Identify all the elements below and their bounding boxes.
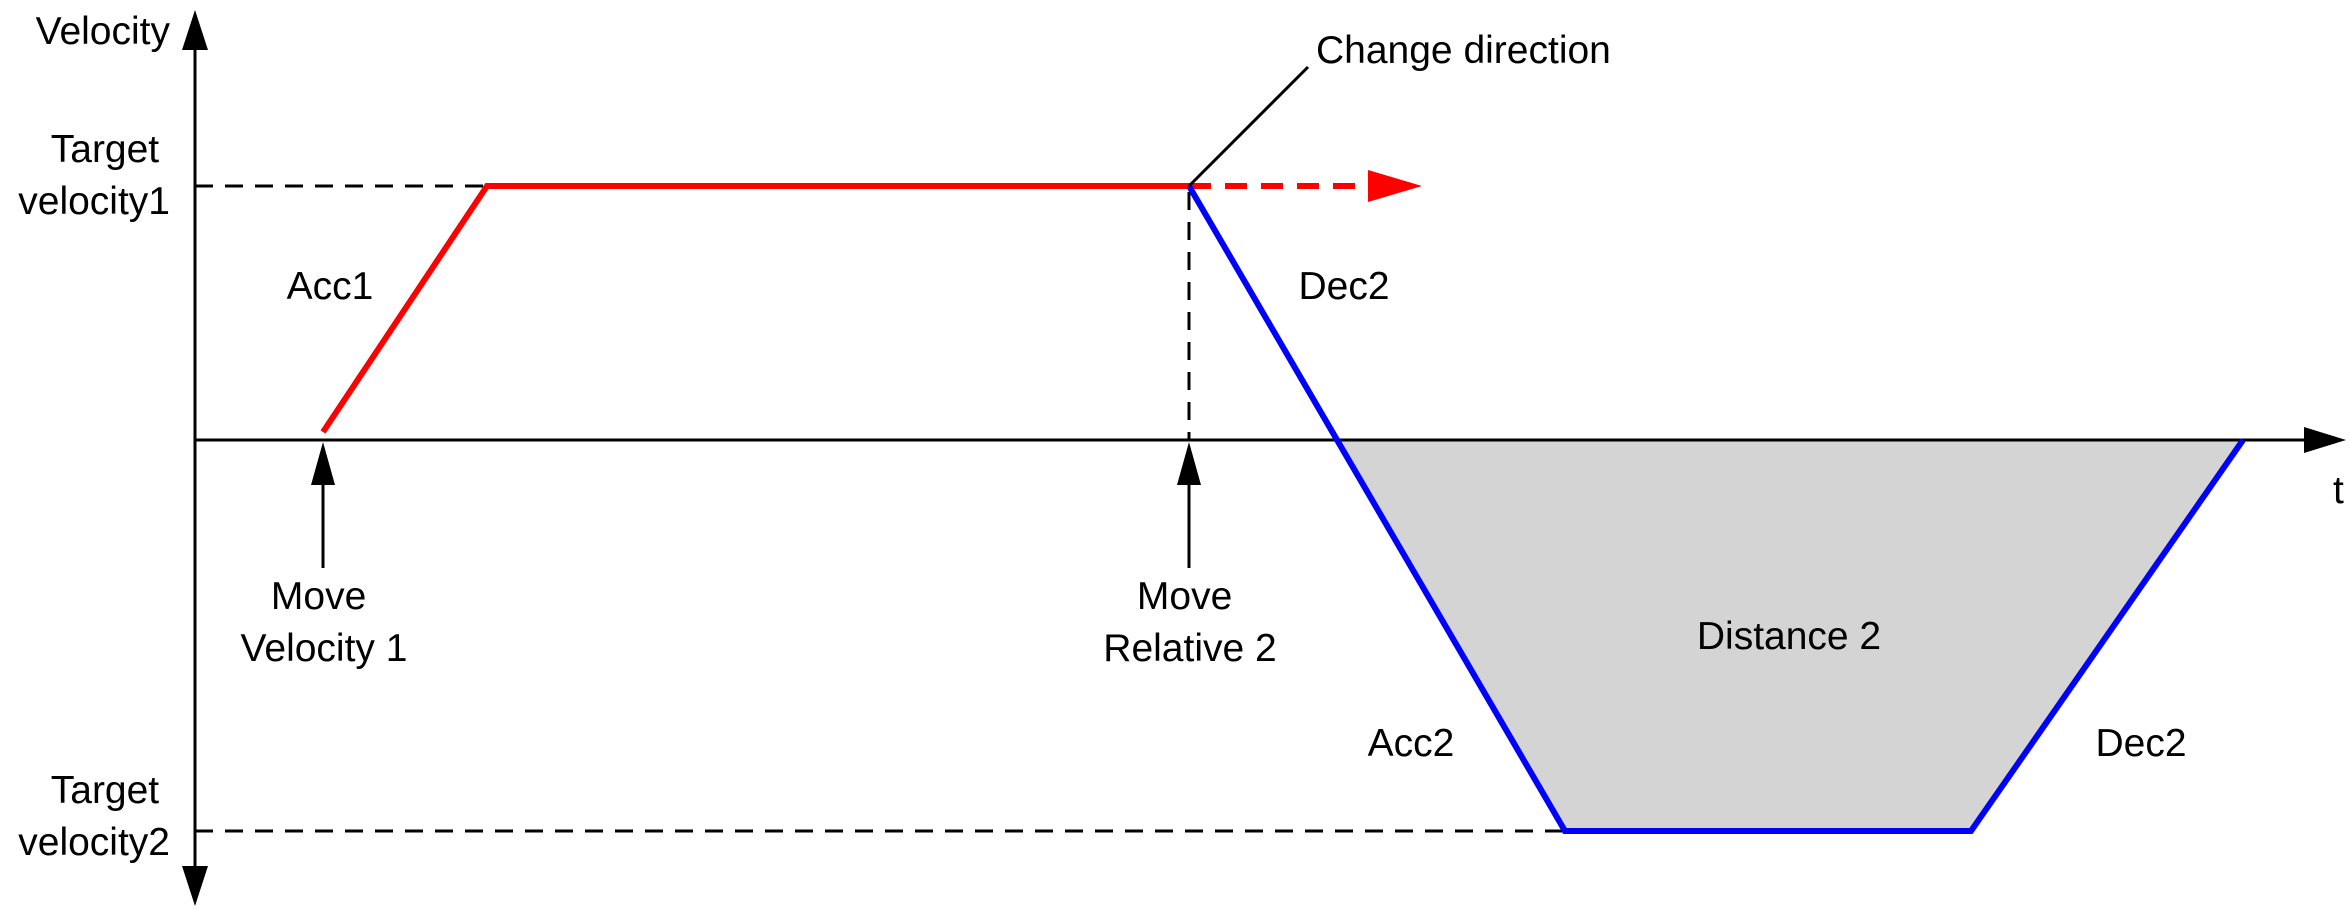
move-velocity1-label: Move Velocity 1 bbox=[241, 575, 408, 670]
change-direction-label: Change direction bbox=[1316, 29, 1611, 72]
target-velocity1-label: Target velocity1 bbox=[18, 128, 170, 223]
y-axis-arrow-up bbox=[182, 10, 208, 50]
move-relative2-event-arrow bbox=[1177, 442, 1201, 485]
target-velocity2-label: Target velocity2 bbox=[18, 769, 170, 864]
dec2-lower-label: Dec2 bbox=[2095, 722, 2186, 765]
acc1-label: Acc1 bbox=[287, 265, 374, 308]
move-velocity1-continuation-arrow bbox=[1368, 170, 1422, 202]
distance2-area bbox=[1335, 440, 2243, 831]
move-relative2-label: Move Relative 2 bbox=[1103, 575, 1276, 670]
distance2-label: Distance 2 bbox=[1697, 615, 1881, 658]
change-direction-leader bbox=[1187, 65, 1310, 188]
move-velocity1-event-arrow bbox=[311, 442, 335, 485]
y-axis-label: Velocity bbox=[36, 10, 171, 53]
acc2-label: Acc2 bbox=[1368, 722, 1455, 765]
move-velocity1-profile bbox=[320, 183, 1189, 434]
dec2-upper-label: Dec2 bbox=[1298, 265, 1389, 308]
x-axis-arrow bbox=[2304, 427, 2346, 453]
y-axis-arrow-down bbox=[182, 866, 208, 906]
move-relative2-profile bbox=[1186, 184, 2246, 834]
x-axis-label: t bbox=[2333, 469, 2344, 512]
